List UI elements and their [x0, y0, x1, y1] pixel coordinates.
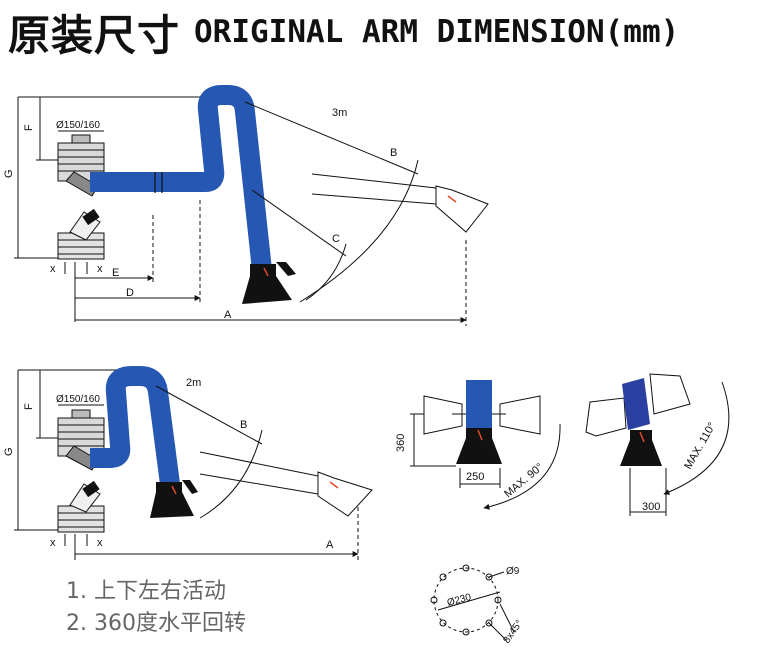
hood-rotation-side: 300 MAX. 110° [585, 373, 730, 516]
hood-max-angle-side: MAX. 110° [682, 421, 718, 472]
arm-2m-pipe-diameter: Ø150/160 [56, 394, 100, 405]
arm-3m-label-e: E [112, 267, 119, 279]
arm-2m-length: 2m [186, 377, 201, 389]
arm-2m-label-b: B [240, 419, 247, 431]
arm-2m-label-x-left: x [50, 537, 56, 549]
flange-hole-pattern: 8x45° [501, 618, 525, 645]
flange-hole-dia: Ø9 [506, 566, 520, 577]
arm-3m-wall-mount-alt [57, 208, 105, 260]
arm-2m-reach [155, 385, 319, 519]
feature-notes: 1. 上下左右活动 2. 360度水平回转 [66, 576, 246, 640]
hood-height-label: 360 [395, 434, 407, 452]
arm-2m-tube [90, 366, 180, 486]
page-title: 原装尺寸 ORIGINAL ARM DIMENSION(mm) [8, 2, 679, 62]
arm-2m-dim-lines [14, 369, 359, 560]
arm-3m-reach [244, 101, 437, 303]
arm-2m-extended-hood [317, 471, 373, 517]
arm-2m-label-f: F [23, 403, 35, 410]
flange-bolt-circle: Ø230 [446, 592, 473, 609]
arm-3m-length: 3m [332, 107, 347, 119]
arm-3m-label-c: C [332, 233, 340, 245]
title-english: ORIGINAL ARM DIMENSION(mm) [194, 14, 680, 50]
arm-2m-label-a: A [326, 539, 334, 551]
hood-width-side-label: 300 [642, 501, 660, 513]
arm-3m-label-d: D [126, 287, 134, 299]
hood-width-front-label: 250 [466, 471, 484, 483]
note-item: 1. 上下左右活动 [66, 579, 226, 604]
arm-3m-label-x-left: x [50, 263, 56, 275]
arm-2m-hood [150, 480, 198, 518]
flange-diagram: Ø9 Ø230 8x45° [430, 564, 525, 646]
hood-rotation-front: 360 250 MAX. 90° [395, 380, 561, 510]
arm-3m-label-g: G [3, 169, 15, 178]
arm-3m-hood [242, 262, 296, 304]
arm-2m-diagram: F G Ø150/160 x x A [3, 366, 373, 560]
title-chinese: 原装尺寸 [8, 10, 181, 60]
arm-3m-label-x-right: x [97, 263, 103, 275]
arm-3m-label-a: A [224, 309, 232, 321]
arm-2m-label-g: G [3, 447, 15, 456]
note-item: 2. 360度水平回转 [66, 611, 246, 636]
arm-3m-dim-lines [14, 96, 467, 326]
arm-3m-pipe-diameter: Ø150/160 [56, 120, 100, 131]
arm-3m-extended-hood [435, 185, 489, 233]
arm-3m-label-f: F [23, 124, 35, 131]
arm-3m-diagram: F G Ø150/160 x x E D A [3, 85, 489, 326]
arm-3m-tube [90, 85, 272, 272]
arm-2m-wall-mount-alt [57, 480, 105, 533]
arm-2m-label-x-right: x [97, 537, 103, 549]
arm-3m-label-b: B [390, 147, 397, 159]
